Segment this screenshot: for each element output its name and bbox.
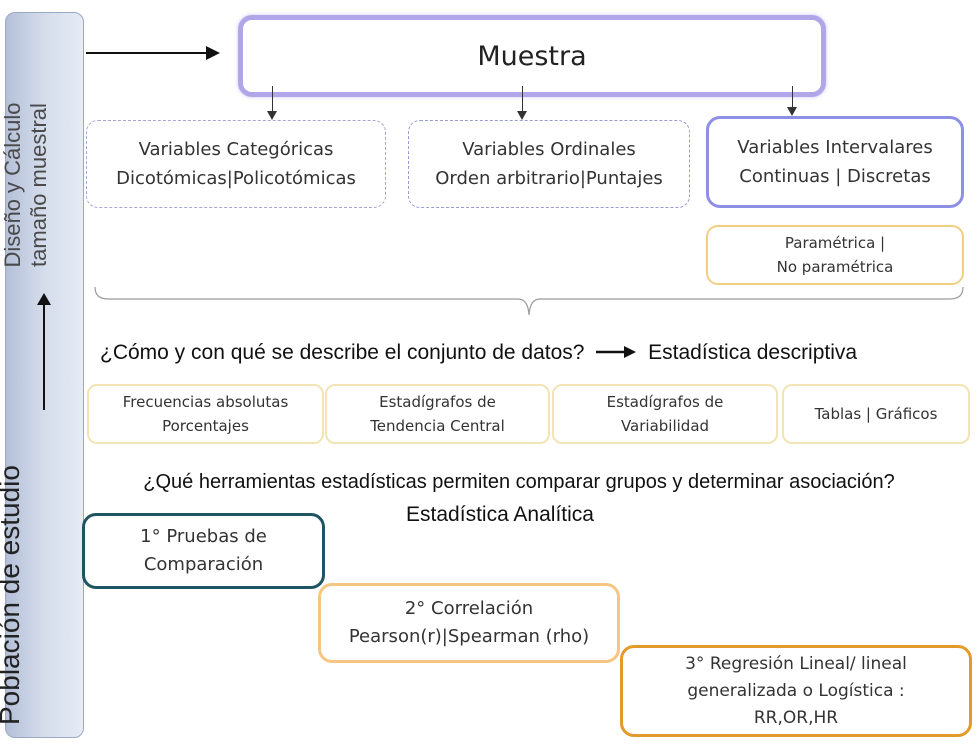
step-comparacion-line2: Comparación xyxy=(143,554,264,575)
tablas-graficos-box: Tablas | Gráficos xyxy=(782,384,970,444)
parametric-box: Paramétrica | No paramétrica xyxy=(706,225,964,285)
step-regresion-line3: RR,OR,HR xyxy=(753,707,839,728)
descriptive-question-row: ¿Cómo y con qué se describe el conjunto … xyxy=(100,336,970,370)
variables-intervalares-title: Variables Intervalares xyxy=(737,137,933,158)
variables-categoricas-types: Dicotómicas|Policotómicas xyxy=(116,168,356,189)
variabilidad-line2: Variabilidad xyxy=(620,417,710,435)
step-correlacion-box: 2° Correlación Pearson(r)|Spearman (rho) xyxy=(318,583,620,663)
muestra-box: Muestra xyxy=(238,15,826,97)
descriptive-answer: Estadística descriptiva xyxy=(648,341,858,364)
variables-ordinales-title: Variables Ordinales xyxy=(462,139,636,160)
variabilidad-box: Estadígrafos de Variabilidad xyxy=(552,384,778,444)
step-comparacion-line1: 1° Pruebas de xyxy=(140,526,267,547)
muestra-label: Muestra xyxy=(477,40,587,72)
variables-categoricas-box: Variables Categóricas Dicotómicas|Polico… xyxy=(86,120,386,208)
parametric-line: Paramétrica | xyxy=(784,234,886,252)
tendencia-line2: Tendencia Central xyxy=(370,417,505,435)
arrow-down-icon xyxy=(787,107,797,116)
tablas-graficos-label: Tablas | Gráficos xyxy=(814,405,938,423)
step-correlacion-line2: Pearson(r)|Spearman (rho) xyxy=(348,626,590,647)
variables-ordinales-types: Orden arbitrario|Puntajes xyxy=(435,168,663,189)
sidebar-design-line2: tamaño muestral xyxy=(26,103,51,267)
arrow-down-icon xyxy=(267,111,277,120)
arrow-down-icon xyxy=(517,111,527,120)
step-comparacion-box: 1° Pruebas de Comparación xyxy=(82,513,325,589)
variables-categoricas-title: Variables Categóricas xyxy=(138,139,334,160)
step-correlacion-line1: 2° Correlación xyxy=(404,598,534,619)
sidebar-arrow-up-icon xyxy=(37,293,51,305)
analytic-title: Estadística Analítica xyxy=(406,503,594,526)
connector-line-ordinales xyxy=(522,86,523,112)
grouping-brace xyxy=(94,286,964,316)
connector-line-categoricas xyxy=(272,86,273,112)
top-arrow-line xyxy=(86,52,208,54)
variabilidad-line1: Estadígrafos de xyxy=(606,393,724,411)
arrow-right-icon xyxy=(206,46,220,60)
variables-intervalares-types: Continuas | Discretas xyxy=(739,166,931,187)
arrow-right-icon xyxy=(596,346,637,358)
connector-line-intervalares xyxy=(792,86,793,108)
tendencia-line1: Estadígrafos de xyxy=(379,393,496,411)
analytic-question: ¿Qué herramientas estadísticas permiten … xyxy=(143,471,895,493)
tendencia-central-box: Estadígrafos de Tendencia Central xyxy=(325,384,550,444)
non-parametric-line: No paramétrica xyxy=(776,258,894,276)
frecuencias-box: Frecuencias absolutas Porcentajes xyxy=(87,384,324,444)
sidebar-arrow-line xyxy=(43,300,45,410)
descriptive-question: ¿Cómo y con qué se describe el conjunto … xyxy=(100,341,585,364)
sidebar-design-label: Diseño y Cálculo tamaño muestral xyxy=(0,35,70,335)
step-regresion-box: 3° Regresión Lineal/ lineal generalizada… xyxy=(620,645,972,737)
frecuencias-line2: Porcentajes xyxy=(162,417,249,435)
sidebar-population-label: Población de estudio xyxy=(0,465,25,725)
sidebar-design-line1: Diseño y Cálculo xyxy=(0,102,25,268)
step-regresion-line1: 3° Regresión Lineal/ lineal xyxy=(685,653,907,674)
step-regresion-line2: generalizada o Logística : xyxy=(687,680,905,701)
variables-ordinales-box: Variables Ordinales Orden arbitrario|Pun… xyxy=(408,120,690,208)
variables-intervalares-box: Variables Intervalares Continuas | Discr… xyxy=(706,116,964,208)
frecuencias-line1: Frecuencias absolutas xyxy=(122,393,289,411)
